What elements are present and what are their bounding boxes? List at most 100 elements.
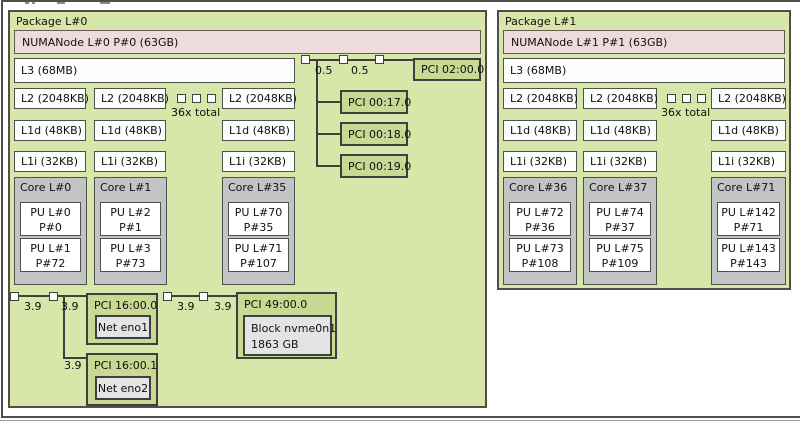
core-box: Core L#1 PU L#2 P#1 PU L#3 P#73 <box>94 177 167 285</box>
pci-device-label: PCI 00:18.0 <box>348 128 412 141</box>
ellipsis-dot-icon <box>192 94 201 103</box>
package-1-label: Package L#1 <box>505 15 577 28</box>
pci-bridge-icon <box>301 55 310 64</box>
pci-bus-line <box>303 59 413 61</box>
pci-device-box: PCI 02:00.0 <box>413 58 485 81</box>
pu-logical-label: PU L#2 <box>110 206 151 219</box>
pu-physical-label: P#108 <box>521 257 559 270</box>
ellipsis-dot-icon <box>697 94 706 103</box>
pci-device-label: PCI 16:00.1 <box>94 359 158 372</box>
pu-physical-label: P#35 <box>243 221 274 234</box>
l2-cache-box: L2 (2048KB) <box>583 88 658 109</box>
l1i-cache-box: L1i (32KB) <box>583 151 657 172</box>
pu-box: PU L#143 P#143 <box>717 238 780 272</box>
window-edge-line <box>0 420 800 421</box>
pci-device-box: PCI 00:19.0 <box>340 154 412 178</box>
block-device-box: Block nvme0n1 1863 GB <box>243 315 337 356</box>
pci-bus-line <box>10 295 86 297</box>
pu-physical-label: P#37 <box>605 221 635 234</box>
numanode-0-box: NUMANode L#0 P#0 (63GB) <box>14 30 481 54</box>
l2-cache-box: L2 (2048KB) <box>503 88 578 109</box>
pci-device-label: PCI 00:19.0 <box>348 160 412 173</box>
pu-logical-label: PU L#143 <box>721 242 776 255</box>
pu-logical-label: PU L#3 <box>110 242 151 255</box>
ellipsis-dot-icon <box>207 94 216 103</box>
clipped-text-mark <box>57 2 65 4</box>
core-label: Core L#37 <box>589 181 648 194</box>
pci-device-box: PCI 16:00.0 Net eno1 <box>86 293 158 345</box>
ellipsis-count-label: 36x total <box>661 106 711 119</box>
l1d-cache-box: L1d (48KB) <box>583 120 657 141</box>
pci-bus-line <box>316 101 340 103</box>
core-label: Core L#1 <box>100 181 152 194</box>
pu-box: PU L#74 P#37 <box>589 202 651 236</box>
pu-logical-label: PU L#142 <box>721 206 776 219</box>
pci-device-label: PCI 02:00.0 <box>421 63 485 76</box>
l1d-cache-box: L1d (48KB) <box>14 120 86 141</box>
package-0-box: Package L#0 NUMANode L#0 P#0 (63GB) L3 (… <box>8 10 487 408</box>
pci-device-label: PCI 00:17.0 <box>348 96 412 109</box>
pu-logical-label: PU L#75 <box>596 242 644 255</box>
pu-box: PU L#71 P#107 <box>228 238 289 272</box>
ellipsis-dot-icon <box>177 94 186 103</box>
link-speed-label: 3.9 <box>214 300 232 313</box>
pci-bridge-icon <box>339 55 348 64</box>
link-speed-label: 3.9 <box>24 300 42 313</box>
core-box: Core L#71 PU L#142 P#71 PU L#143 P#143 <box>711 177 786 285</box>
ellipsis-dot-icon <box>667 94 676 103</box>
pci-bus-line <box>63 357 86 359</box>
l2-cache-box: L2 (2048KB) <box>14 88 89 109</box>
pu-physical-label: P#109 <box>601 257 639 270</box>
l1i-cache-box: L1i (32KB) <box>711 151 786 172</box>
l2-cache-box: L2 (2048KB) <box>222 88 297 109</box>
pci-device-box: PCI 49:00.0 Block nvme0n1 1863 GB <box>236 292 337 359</box>
numanode-1-box: NUMANode L#1 P#1 (63GB) <box>503 30 785 54</box>
pu-logical-label: PU L#0 <box>30 206 71 219</box>
l1d-cache-box: L1d (48KB) <box>222 120 295 141</box>
pu-box: PU L#72 P#36 <box>509 202 571 236</box>
pci-bus-line <box>316 59 318 167</box>
pu-physical-label: P#107 <box>240 257 277 270</box>
net-device-box: Net eno2 <box>95 376 151 400</box>
pu-logical-label: PU L#73 <box>516 242 564 255</box>
ellipsis-dot-icon <box>682 94 691 103</box>
package-0-label: Package L#0 <box>16 15 88 28</box>
core-label: Core L#35 <box>228 181 287 194</box>
core-box: Core L#36 PU L#72 P#36 PU L#73 P#108 <box>503 177 577 285</box>
pu-box: PU L#3 P#73 <box>100 238 161 272</box>
pu-physical-label: P#0 <box>39 221 62 234</box>
pu-physical-label: P#143 <box>730 257 767 270</box>
pci-bus-line <box>316 133 340 135</box>
core-box: Core L#37 PU L#74 P#37 PU L#75 P#109 <box>583 177 657 285</box>
clipped-text-mark <box>25 2 29 4</box>
pu-physical-label: P#1 <box>119 221 142 234</box>
block-device-label: Block nvme0n1 <box>251 322 337 335</box>
link-speed-label: 0.5 <box>315 64 333 77</box>
l1i-cache-box: L1i (32KB) <box>503 151 577 172</box>
l3-cache-0-box: L3 (68MB) <box>14 58 295 83</box>
core-box: Core L#0 PU L#0 P#0 PU L#1 P#72 <box>14 177 87 285</box>
link-speed-label: 3.9 <box>61 300 79 313</box>
core-box: Core L#35 PU L#70 P#35 PU L#71 P#107 <box>222 177 295 285</box>
pu-physical-label: P#71 <box>733 221 764 234</box>
clipped-text-mark <box>32 2 35 4</box>
block-device-size: 1863 GB <box>251 338 299 351</box>
pci-bridge-icon <box>375 55 384 64</box>
ellipsis-count-label: 36x total <box>171 106 221 119</box>
pu-logical-label: PU L#1 <box>30 242 71 255</box>
link-speed-label: 0.5 <box>351 64 369 77</box>
pu-box: PU L#142 P#71 <box>717 202 780 236</box>
l1i-cache-box: L1i (32KB) <box>14 151 86 172</box>
pci-bridge-icon <box>10 292 19 301</box>
pu-box: PU L#73 P#108 <box>509 238 571 272</box>
pci-device-label: PCI 49:00.0 <box>244 298 308 311</box>
package-1-box: Package L#1 NUMANode L#1 P#1 (63GB) L3 (… <box>497 10 791 290</box>
link-speed-label: 3.9 <box>64 359 82 372</box>
l3-cache-1-box: L3 (68MB) <box>503 58 785 83</box>
core-label: Core L#36 <box>509 181 568 194</box>
pci-device-box: PCI 00:18.0 <box>340 122 412 146</box>
pu-physical-label: P#36 <box>525 221 555 234</box>
l2-cache-box: L2 (2048KB) <box>711 88 786 109</box>
pu-box: PU L#75 P#109 <box>589 238 651 272</box>
